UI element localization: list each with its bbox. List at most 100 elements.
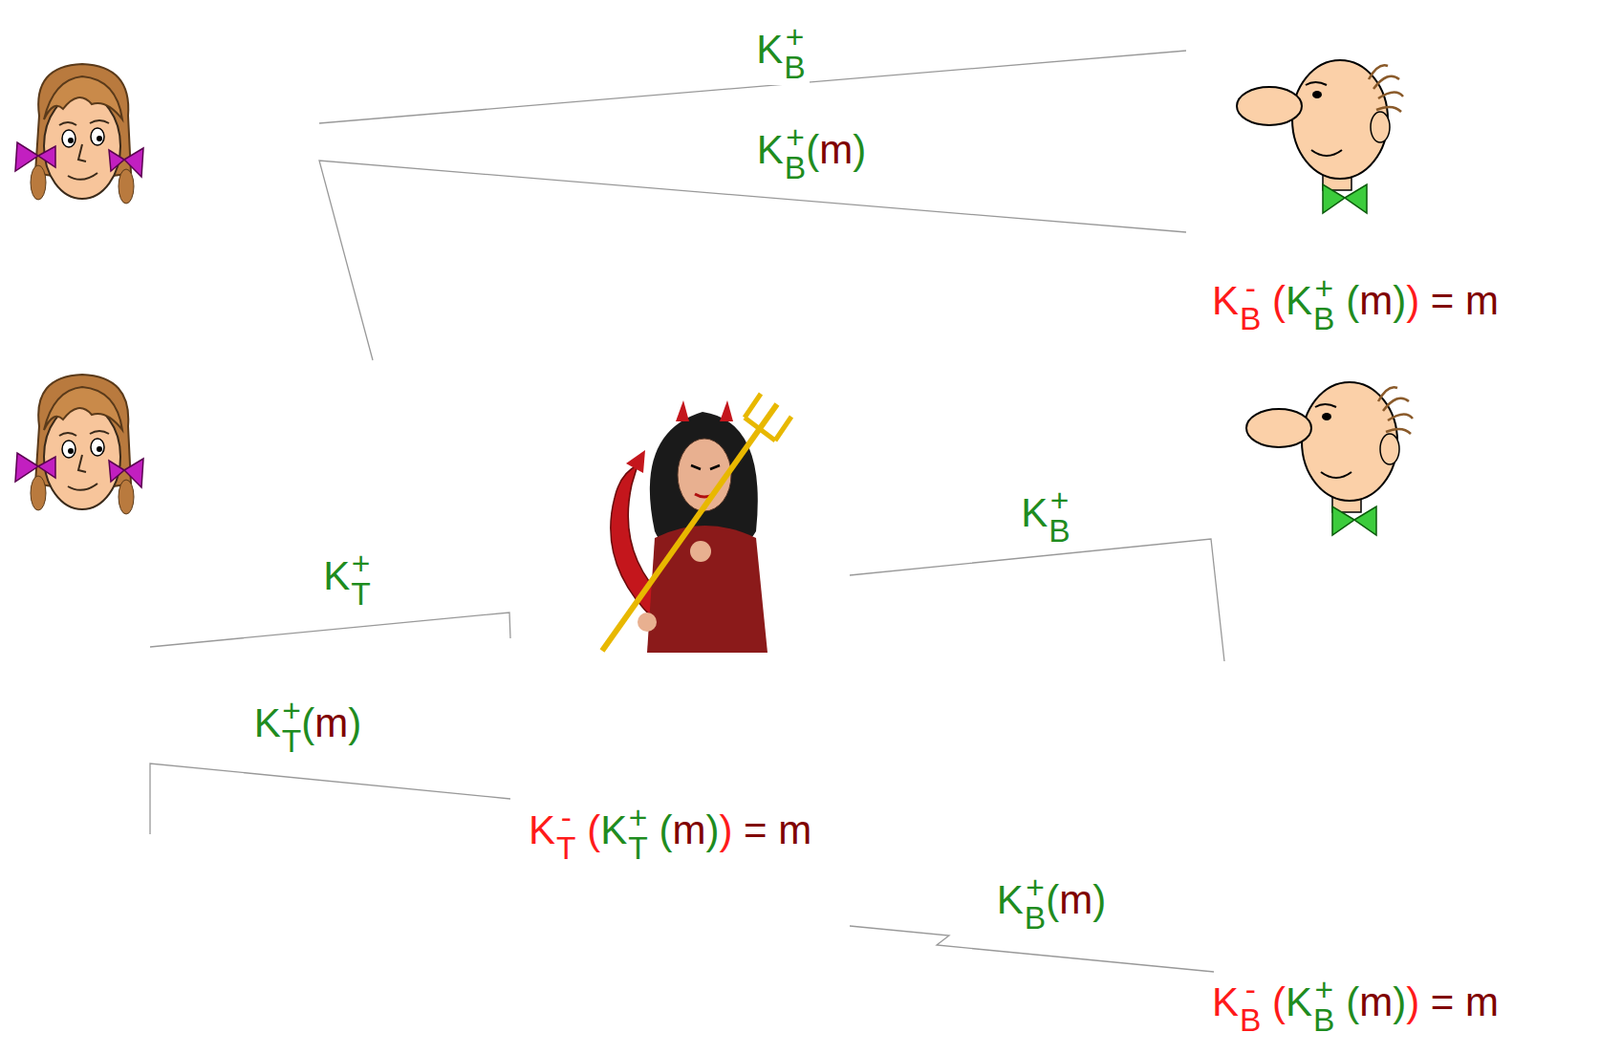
alice-figure [15,374,144,515]
label-glyph: ( [1345,278,1360,324]
label-glyph: + [281,695,303,727]
key-label: K+B(m) [753,120,870,186]
label-glyph: K-B [1211,974,1261,1037]
label-glyph: B [1239,303,1261,335]
label-glyph [1419,979,1431,1025]
label-glyph: T [556,833,577,865]
label-glyph: K [254,700,282,746]
label-glyph: +B [783,21,805,84]
label-glyph: +T [281,695,303,757]
label-glyph: T [281,726,303,757]
label-glyph: B [1024,903,1046,934]
label-glyph: ) [718,807,733,853]
label-glyph: K [1285,278,1313,324]
label-glyph: +B [784,122,806,184]
label-glyph: - [556,802,577,834]
bob-figure [1246,382,1413,536]
label-glyph: ) [705,807,719,853]
key-label: K-B (K+B (m)) = m [1208,972,1503,1038]
label-glyph: K [600,807,628,853]
label-glyph: K [528,807,556,853]
label-glyph: B [1048,516,1070,547]
label-glyph: ( [586,807,601,853]
label-glyph: + [1313,974,1335,1006]
label-glyph: m [671,807,706,853]
label-glyph: K [1020,490,1048,536]
label-glyph [1453,979,1466,1025]
label-glyph [1335,979,1347,1025]
key-label: K+B [1016,483,1074,549]
label-glyph: = [1430,278,1455,324]
label-glyph: ) [1405,278,1420,324]
label-glyph: -B [1239,273,1261,335]
label-glyph: +T [350,548,371,610]
label-glyph: K [323,553,350,599]
label-glyph: - [1239,974,1261,1006]
key-label: K-B (K+B (m)) = m [1208,271,1503,337]
message-line [150,763,511,835]
label-glyph: K [756,26,783,72]
label-glyph [1335,278,1347,324]
key-label: K+B [752,20,809,86]
label-glyph: + [1024,872,1046,904]
label-glyph: ( [1345,979,1360,1025]
label-glyph: m [314,700,348,746]
label-glyph: ( [658,807,672,853]
label-glyph: K [1211,979,1239,1025]
message-line [849,539,1225,662]
label-glyph: m [1359,278,1393,324]
label-glyph: B [1313,303,1335,335]
label-glyph: + [1048,485,1070,517]
label-glyph: T [350,579,371,610]
label-glyph: ) [1392,979,1406,1025]
label-glyph: + [350,548,371,580]
label-glyph: ) [347,700,362,746]
label-glyph: ( [1272,278,1286,324]
label-glyph: K+B [756,21,805,84]
message-line [319,160,1187,361]
key-label: K-T (K+T (m)) = m [524,800,816,866]
label-glyph: ) [1392,278,1406,324]
label-glyph [648,807,660,853]
label-glyph [732,807,744,853]
label-glyph: ) [1092,877,1106,923]
label-glyph: K+B [756,122,806,184]
label-glyph: K+B [1285,273,1335,335]
label-glyph: +B [1048,485,1070,547]
alice-figure [15,64,144,204]
label-glyph: m [1465,979,1499,1025]
label-glyph: ( [805,127,820,173]
key-label: K+B(m) [993,870,1110,936]
label-glyph [1260,979,1273,1025]
label-glyph: K+B [1020,485,1070,547]
label-glyph: + [784,122,806,153]
label-glyph: K [1285,979,1313,1025]
label-glyph: B [783,52,805,84]
label-glyph: ( [301,700,315,746]
label-glyph: ( [1045,877,1060,923]
label-glyph: m [1059,877,1093,923]
label-glyph: K-T [528,802,577,865]
label-glyph: m [1465,278,1499,324]
label-glyph: B [784,152,806,184]
label-glyph: ) [1405,979,1420,1025]
key-label: K+T [319,546,375,612]
label-glyph: B [1239,1005,1261,1037]
label-glyph: T [627,833,649,865]
label-glyph: +B [1024,872,1046,934]
label-glyph: K [756,127,784,173]
label-glyph: -B [1239,974,1261,1037]
label-glyph: +B [1313,273,1335,335]
label-glyph [576,807,588,853]
label-glyph: m [819,127,853,173]
label-glyph [1419,278,1431,324]
label-glyph: m [1359,979,1393,1025]
label-glyph [1453,278,1466,324]
label-glyph: - [1239,273,1261,304]
label-glyph: + [783,21,805,53]
label-glyph: K+B [996,872,1046,934]
key-label: K+T(m) [250,693,367,759]
label-glyph: K+T [323,548,371,610]
label-glyph: B [1313,1005,1335,1037]
